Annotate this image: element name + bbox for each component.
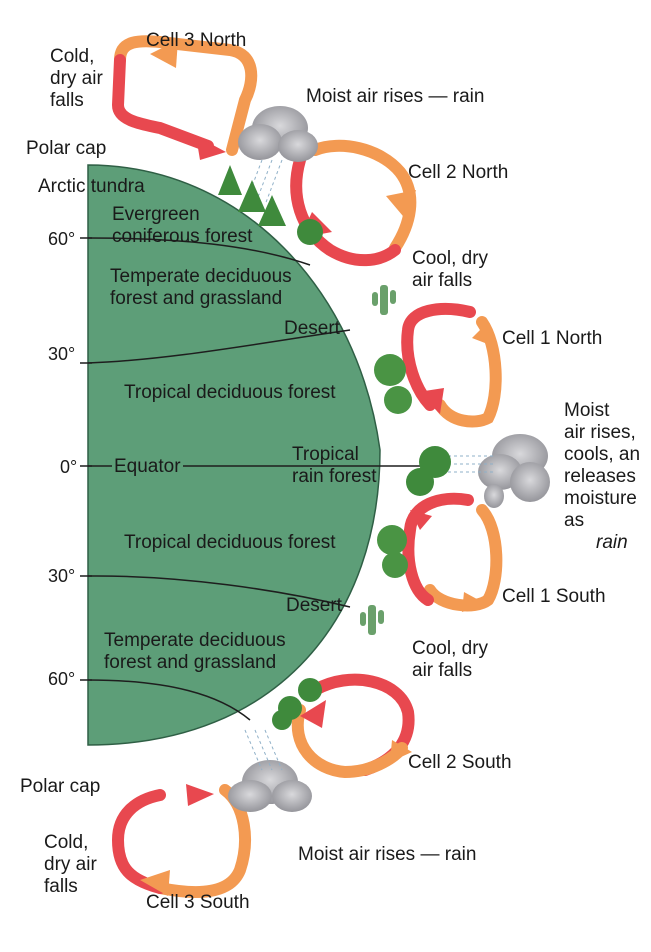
cell-2-south-label: Cell 2 South [408,752,512,773]
cell-2-north-label: Cell 2 North [408,162,509,183]
lat-60-south-label: 60° [48,669,76,689]
latitude-line-30-north [87,329,351,364]
latitude-line-30-south [87,575,351,608]
equator-label: Equator [112,456,183,478]
latitude-line-60-north [87,237,311,266]
tropical-deciduous-south-label: Tropical deciduous forest [124,532,336,553]
cool-dry-air-south-note: Cool, dry air falls [412,638,489,681]
rain-word: rain [596,532,628,553]
rain-south [244,729,283,771]
moist-air-rain-north-note: Moist air rises — rain [306,86,485,107]
cloud-north [238,106,318,162]
temperate-south-label: Temperate deciduous forest and grassland [104,630,286,673]
cactus-icons [360,285,396,635]
arctic-tundra-label: Arctic tundra [38,176,145,197]
cell-3-north-loop [111,35,258,160]
cell-1-north-label: Cell 1 North [502,328,603,349]
desert-south-label: Desert [286,595,342,616]
cell-3-south-loop [111,784,251,898]
lat-30-north-label: 30° [48,344,76,364]
rain-north [244,159,283,206]
cold-dry-air-north-note: Cold, dry air falls [50,46,103,111]
evergreen-forest-label: Evergreen coniferous forest [112,204,253,247]
lat-60-north-label: 60° [48,229,76,249]
polar-cap-south-label: Polar cap [20,776,101,797]
moist-air-rain-south-note: Moist air rises — rain [298,844,477,865]
tree-icons [218,165,451,730]
tropical-rain-forest-label: Tropical rain forest [292,444,377,487]
cloud-equator [478,434,550,508]
polar-cap-north-label: Polar cap [26,138,107,159]
cell-1-south-label: Cell 1 South [502,586,606,607]
cell-2-south-loop [291,673,415,779]
cell-1-north-loop [401,303,502,428]
cold-dry-air-south-note: Cold, dry air falls [44,832,97,897]
cell-1-south-loop [402,492,503,612]
tropical-deciduous-north-label: Tropical deciduous forest [124,382,336,403]
temperate-north-label: Temperate deciduous forest and grassland [110,266,292,309]
latitude-line-60-south [87,679,251,721]
desert-north-label: Desert [284,318,340,339]
lat-0-label: 0° [60,457,78,477]
lat-30-south-label: 30° [48,566,76,586]
cell-3-south-label: Cell 3 South [146,892,250,913]
earth-hemisphere [87,164,381,746]
cell-3-north-label: Cell 3 North [146,30,247,51]
cool-dry-air-north-note: Cool, dry air falls [412,248,489,291]
cloud-south [228,760,312,812]
moist-air-equator-note: Moist air rises, cools, an releases mois… [564,400,641,531]
rain-equator [448,455,495,473]
